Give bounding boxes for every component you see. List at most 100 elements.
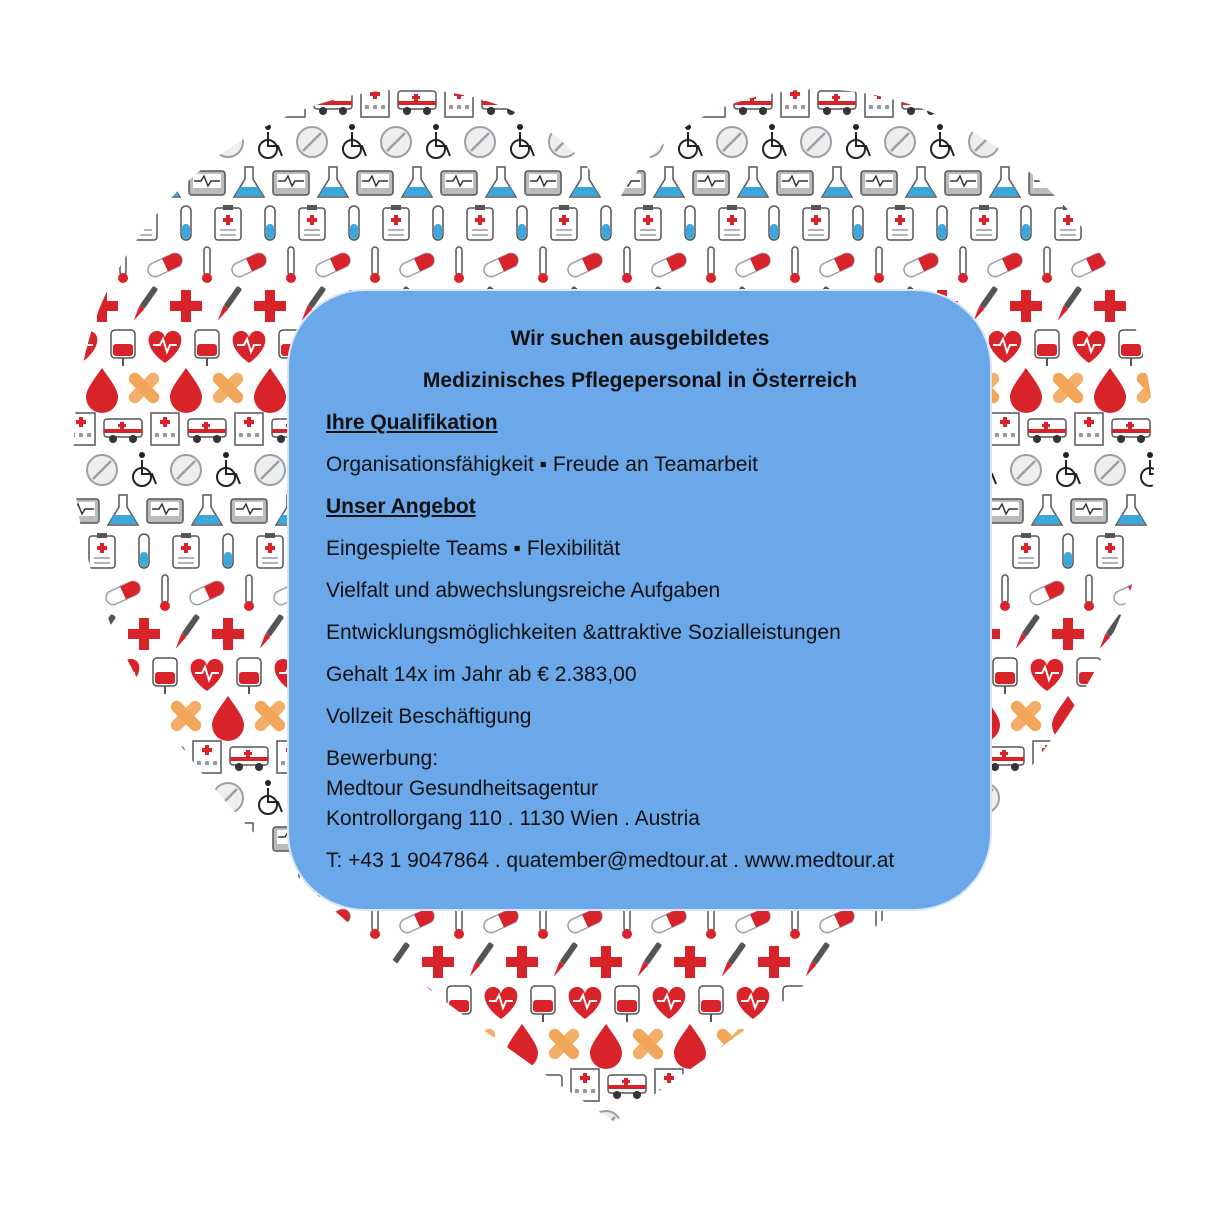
blood-drop-icon — [1010, 368, 1042, 413]
heart-ecg-icon — [904, 986, 938, 1019]
flask-icon — [190, 494, 224, 526]
flask-icon — [864, 1151, 894, 1181]
bandage-icon — [924, 42, 959, 77]
company-address: Kontrollorgang 110 . 1130 Wien . Austria — [326, 807, 700, 830]
ambulance-icon — [1111, 418, 1151, 443]
clipboard-icon — [1138, 205, 1155, 241]
flask-icon — [108, 1151, 138, 1181]
tablet-icon — [1094, 1110, 1126, 1123]
wheelchair-icon — [846, 124, 871, 159]
red-cross-icon — [128, 618, 160, 650]
monitor-icon — [63, 1155, 99, 1179]
blood-drop-icon — [884, 40, 916, 85]
wheelchair-icon — [258, 780, 283, 815]
tablet-icon — [170, 1110, 202, 1123]
bandage-icon — [1092, 42, 1127, 77]
wheelchair-icon — [1098, 124, 1123, 159]
pill-capsule-icon — [73, 252, 99, 278]
scalpel-icon — [1015, 614, 1040, 649]
heart-ecg-icon — [148, 330, 182, 363]
wheelchair-icon — [643, 1108, 661, 1123]
bandage-icon — [1136, 372, 1155, 404]
ambulance-icon — [73, 746, 101, 771]
iv-bag-icon — [1161, 658, 1185, 694]
red-cross-icon — [170, 946, 202, 978]
scalpel-icon — [91, 614, 116, 649]
hospital-icon — [1074, 1068, 1104, 1102]
blood-drop-icon — [296, 40, 328, 85]
tablet-icon — [73, 126, 76, 158]
ambulance-icon — [523, 1074, 563, 1099]
monitor-icon — [1197, 171, 1229, 195]
angebot-item: Vielfalt und abwechslungsreiche Aufgaben — [326, 579, 721, 602]
heart-ecg-icon — [484, 986, 518, 1019]
flask-icon — [1200, 1151, 1229, 1181]
flask-icon — [1200, 495, 1229, 525]
bandage-icon — [504, 42, 539, 77]
pill-capsule-icon — [231, 252, 267, 278]
hospital-icon — [192, 89, 222, 118]
blood-drop-icon — [338, 1024, 370, 1069]
test-tube-icon — [1104, 205, 1116, 241]
heart-ecg-icon — [73, 330, 98, 363]
blood-drop-icon — [758, 1024, 790, 1069]
red-cross-icon — [1094, 290, 1126, 322]
wheelchair-icon — [1147, 1108, 1155, 1123]
wheelchair-icon — [307, 1108, 325, 1123]
hospital-icon — [948, 89, 978, 118]
hospital-icon — [1201, 85, 1229, 117]
pill-capsule-icon — [987, 252, 1023, 278]
monitor-icon — [860, 170, 898, 196]
pill-capsule-icon — [735, 908, 771, 934]
bandage-icon — [1052, 372, 1084, 404]
company-name: Medtour Gesundheitsagentur — [326, 777, 599, 800]
scalpel-icon — [133, 942, 158, 977]
wheelchair-icon — [1183, 780, 1206, 814]
flask-icon — [360, 1151, 390, 1181]
ambulance-icon — [985, 746, 1025, 771]
thermometer-icon — [370, 246, 380, 283]
hospital-icon — [528, 89, 558, 118]
blood-drop-icon — [1094, 1024, 1126, 1069]
flask-icon — [696, 1151, 726, 1181]
blood-drop-icon — [212, 40, 244, 85]
heart-ecg-icon — [1030, 658, 1064, 691]
thermometer-icon — [874, 246, 884, 283]
bandage-icon — [168, 42, 203, 77]
hospital-icon — [1032, 89, 1062, 118]
clipboard-icon — [1096, 533, 1124, 569]
iv-bag-icon — [446, 985, 472, 1022]
flask-icon — [612, 1151, 642, 1181]
angebot-item: Gehalt 14x im Jahr ab € 2.383,00 — [326, 663, 637, 686]
tablet-icon — [506, 1110, 538, 1123]
thermometer-icon — [118, 246, 128, 283]
ambulance-icon — [859, 1074, 899, 1099]
flask-icon — [1114, 494, 1148, 526]
pill-capsule-icon — [903, 908, 939, 934]
bandage-icon — [800, 1028, 832, 1060]
hospital-icon — [1201, 741, 1229, 773]
heart-ecg-icon — [190, 658, 224, 691]
tablet-icon — [296, 126, 328, 158]
hospital-icon — [276, 89, 306, 118]
bewerbung-label: Bewerbung: — [326, 747, 439, 770]
hospital-icon — [1116, 740, 1146, 774]
blood-drop-icon — [422, 1024, 454, 1069]
ambulance-icon — [355, 1074, 395, 1099]
heart-ecg-icon — [1072, 986, 1106, 1019]
clipboard-icon — [130, 205, 158, 241]
test-tube-icon — [180, 861, 192, 897]
pill-capsule-icon — [147, 252, 183, 278]
scalpel-icon — [805, 942, 830, 977]
clipboard-icon — [718, 205, 746, 241]
pill-capsule-icon — [315, 908, 351, 934]
blood-drop-icon — [128, 40, 160, 85]
test-tube-icon — [852, 205, 864, 241]
hospital-icon — [696, 89, 726, 118]
heart-ecg-icon — [1114, 658, 1148, 691]
flask-icon — [736, 166, 770, 198]
test-tube-icon — [180, 205, 192, 241]
blood-drop-icon — [1136, 40, 1168, 85]
red-cross-icon — [1178, 290, 1210, 322]
test-tube-icon — [516, 205, 528, 241]
